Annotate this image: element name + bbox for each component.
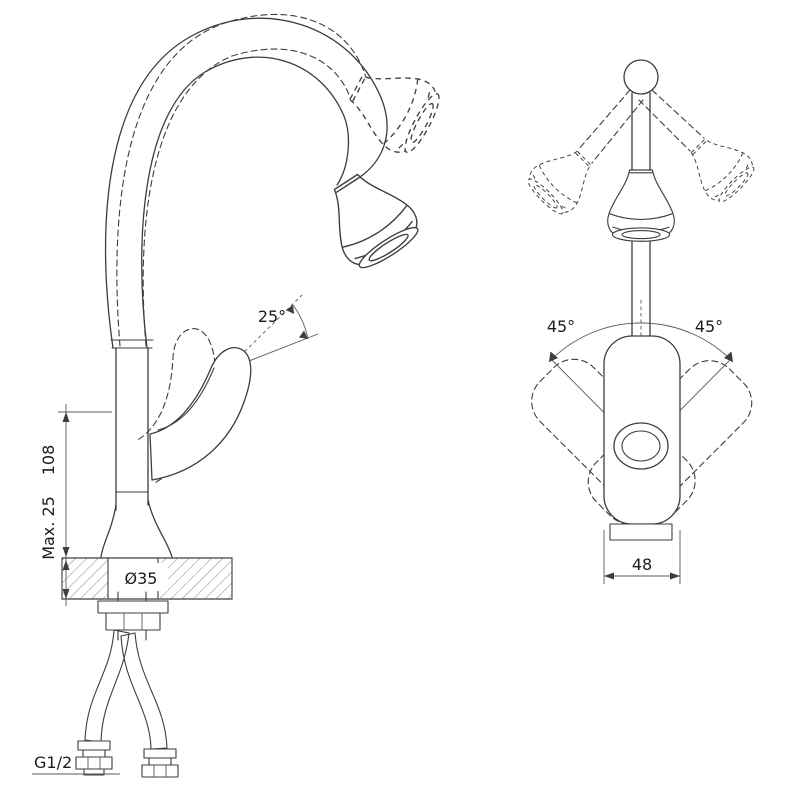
- dim-label-thread: G1/2: [34, 753, 72, 772]
- swivel-annotation: 45° 45°: [547, 300, 734, 451]
- countertop: Ø35: [61, 557, 233, 600]
- dim-label-max-thickness: Max. 25: [39, 496, 58, 560]
- deck-hatch-left: [62, 558, 108, 599]
- hose-fitting-left: [75, 740, 113, 776]
- tube-left-dashed-a: [577, 89, 631, 151]
- angle-arc: [292, 304, 309, 340]
- hose-right: [120, 632, 168, 750]
- supply-hoses: [75, 629, 179, 778]
- tube-right-dashed-a: [651, 89, 705, 139]
- mounting-nut: [105, 612, 161, 631]
- dim-label-swivel-right: 45°: [695, 317, 723, 336]
- base-flare-left: [100, 504, 117, 558]
- side-view: 25° Ø35: [32, 14, 448, 778]
- dim-label-swivel-left: 45°: [547, 317, 575, 336]
- arrow-max25-bottom: [62, 589, 70, 599]
- dim-label-hole-diameter: Ø35: [125, 569, 158, 588]
- angle-arrow-b: [286, 305, 294, 314]
- spray-head-center: [607, 169, 675, 242]
- handle: [137, 328, 252, 483]
- angle-leg-dashed: [225, 294, 303, 371]
- faucet-body-front: [603, 335, 681, 541]
- washer: [97, 600, 169, 614]
- deck-hatch-right: [158, 558, 232, 599]
- arrow-48-left: [604, 572, 614, 580]
- tube-right-dashed-b: [638, 99, 691, 152]
- thread-annotation: G1/2: [32, 753, 120, 775]
- spout-raised-inner-arc: [142, 48, 351, 347]
- arrow-max25-top: [62, 560, 70, 570]
- spout-inner-arc: [141, 56, 350, 349]
- body-base: [609, 523, 673, 541]
- height-dimension: 108 Max. 25: [39, 404, 112, 606]
- base-flare-right: [147, 499, 173, 558]
- mounting-hardware: [97, 591, 169, 641]
- handle-knob-inner: [621, 430, 661, 462]
- spout-outer-arc: [104, 17, 388, 349]
- hose-fitting-right: [141, 748, 179, 778]
- front-view: 45° 45°: [521, 59, 761, 584]
- width-dimension: 48: [603, 530, 681, 584]
- swivel-arrow-left: [549, 351, 558, 362]
- swivel-arc: [548, 322, 734, 363]
- spray-head-right-dashed: [677, 125, 761, 209]
- swivel-arrow-right: [724, 351, 733, 362]
- faucet-body: [100, 339, 173, 558]
- spout-front: [521, 59, 761, 341]
- spout-raised-dashed: [116, 14, 448, 347]
- dim-label-height: 108: [39, 445, 58, 476]
- spray-head-left-dashed: [521, 137, 605, 221]
- hole-label-bg: [114, 563, 168, 591]
- handle-detail-line: [157, 367, 215, 431]
- handle-solid: [149, 347, 252, 481]
- spout-solid: [104, 17, 428, 349]
- angle-arrow-a: [299, 330, 308, 339]
- spray-head-raised: [337, 53, 448, 162]
- spout-raised-outer-arc: [116, 14, 367, 347]
- dim-label-width: 48: [632, 555, 652, 574]
- tube-left-dashed-b: [591, 99, 644, 164]
- arrow-108-top: [62, 412, 70, 422]
- handle-knob: [613, 422, 669, 470]
- arrow-108-bottom: [62, 547, 70, 557]
- arrow-48-right: [670, 572, 680, 580]
- dim-label-spout-angle: 25°: [258, 307, 286, 326]
- spray-head-solid: [311, 159, 428, 277]
- spout-top-circle: [623, 59, 659, 95]
